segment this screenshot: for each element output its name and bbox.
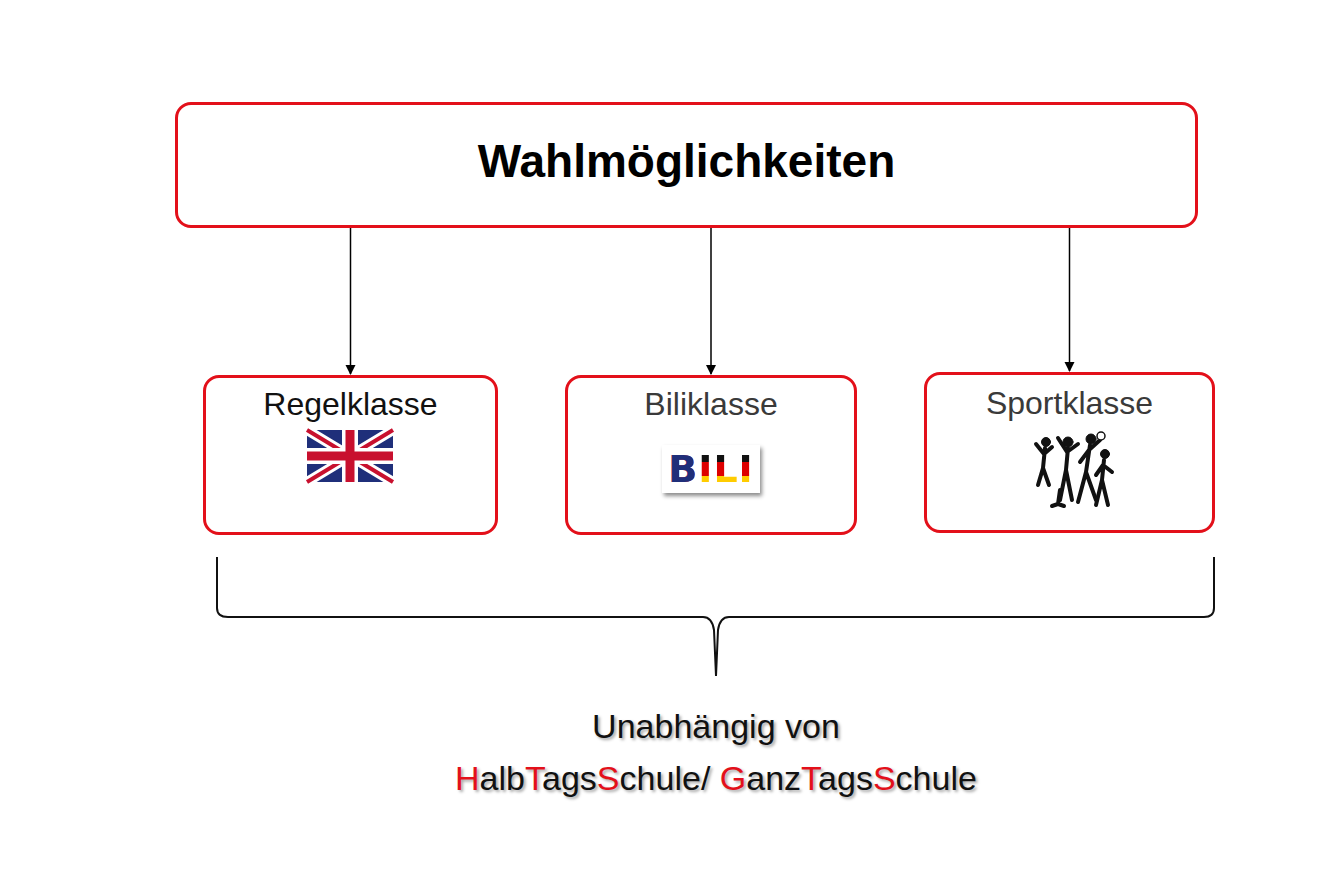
bili-letter: B	[668, 447, 698, 491]
arrow-connector	[710, 228, 712, 374]
highlight-letter: S	[873, 759, 896, 797]
arrow-connector	[350, 228, 352, 374]
highlight-letter: H	[455, 759, 480, 797]
bili-letter: L	[713, 447, 738, 491]
curly-brace	[217, 557, 1214, 676]
box-label: Biliklasse	[568, 386, 854, 423]
union-jack-flag	[307, 430, 393, 482]
bili-logo-text: BILI	[568, 445, 854, 493]
arrow-connector	[1069, 228, 1071, 371]
box-label: Sportklasse	[927, 385, 1212, 422]
note-text: HalbTagsSchule/ GanzTagsSchule	[455, 759, 977, 798]
highlight-letter: G	[720, 759, 746, 797]
note-text: Unabhängig von	[592, 707, 840, 746]
sport-silhouettes	[1036, 432, 1112, 506]
box-label: Regelklasse	[206, 386, 495, 423]
highlight-letter: T	[525, 759, 542, 797]
class-box: BiliklasseBILI	[565, 375, 857, 535]
bili-letter: I	[698, 447, 713, 491]
highlight-letter: S	[597, 759, 620, 797]
class-box: Regelklasse	[203, 375, 498, 535]
highlight-letter: T	[801, 759, 818, 797]
class-box: Sportklasse	[924, 372, 1215, 533]
title-text: Wahlmöglichkeiten	[178, 135, 1195, 188]
bili-letter: I	[739, 447, 754, 491]
bili-logo: BILI	[662, 445, 759, 493]
title-box: Wahlmöglichkeiten	[175, 102, 1198, 228]
